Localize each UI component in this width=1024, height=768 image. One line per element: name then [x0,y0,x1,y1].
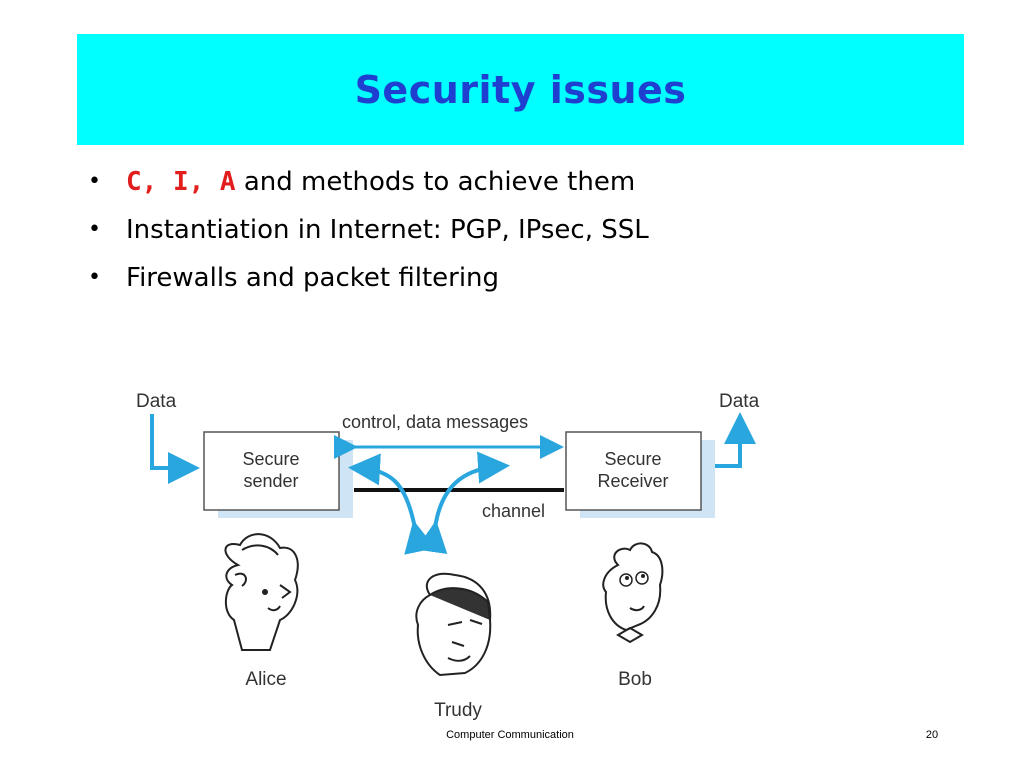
footer-title: Computer Communication [446,729,574,741]
sender-label-line1: Secure [242,449,299,469]
page-number: 20 [925,729,939,741]
bullet-item: • Firewalls and packet filtering [88,256,649,304]
channel-label: channel [482,501,545,521]
security-diagram: Data Secure sender Secure Receiver Data … [130,380,780,725]
alice-label: Alice [245,669,286,690]
intercept-arrow-right [415,451,510,555]
alice-figure: Alice [224,533,299,690]
bullet-text: Instantiation in Internet: PGP, IPsec, S… [126,215,649,245]
secure-receiver-box [565,431,702,511]
bob-label: Bob [618,669,652,690]
title-banner: Security issues [77,34,964,145]
receiver-label-line1: Secure [604,449,661,469]
messages-label: control, data messages [342,412,528,432]
diagram-svg: Data Secure sender Secure Receiver Data … [136,391,760,721]
data-out-arrow [715,412,756,468]
intercept-arrow-left [348,453,436,555]
data-out-label: Data [719,391,760,412]
bob-figure: Bob [602,542,664,690]
bullet-item: • Instantiation in Internet: PGP, IPsec,… [88,208,649,256]
bullet-marker: • [88,265,101,290]
bullet-text: and methods to achieve them [235,167,636,197]
slide-title: Security issues [354,67,687,112]
secure-sender-box [203,431,340,511]
sender-label-line2: sender [243,471,298,491]
data-in-arrow [150,414,200,484]
receiver-label-line2: Receiver [597,471,668,491]
bullet-list: • C, I, A and methods to achieve them • … [88,160,649,304]
bullet-marker: • [88,217,101,242]
bullet-item: • C, I, A and methods to achieve them [88,160,649,208]
trudy-figure: Trudy [415,572,492,721]
bullet-text: Firewalls and packet filtering [126,263,500,293]
data-in-label: Data [136,391,177,412]
trudy-label: Trudy [434,700,482,721]
bullet-marker: • [88,169,101,194]
cia-highlight: C, I, A [126,167,236,197]
